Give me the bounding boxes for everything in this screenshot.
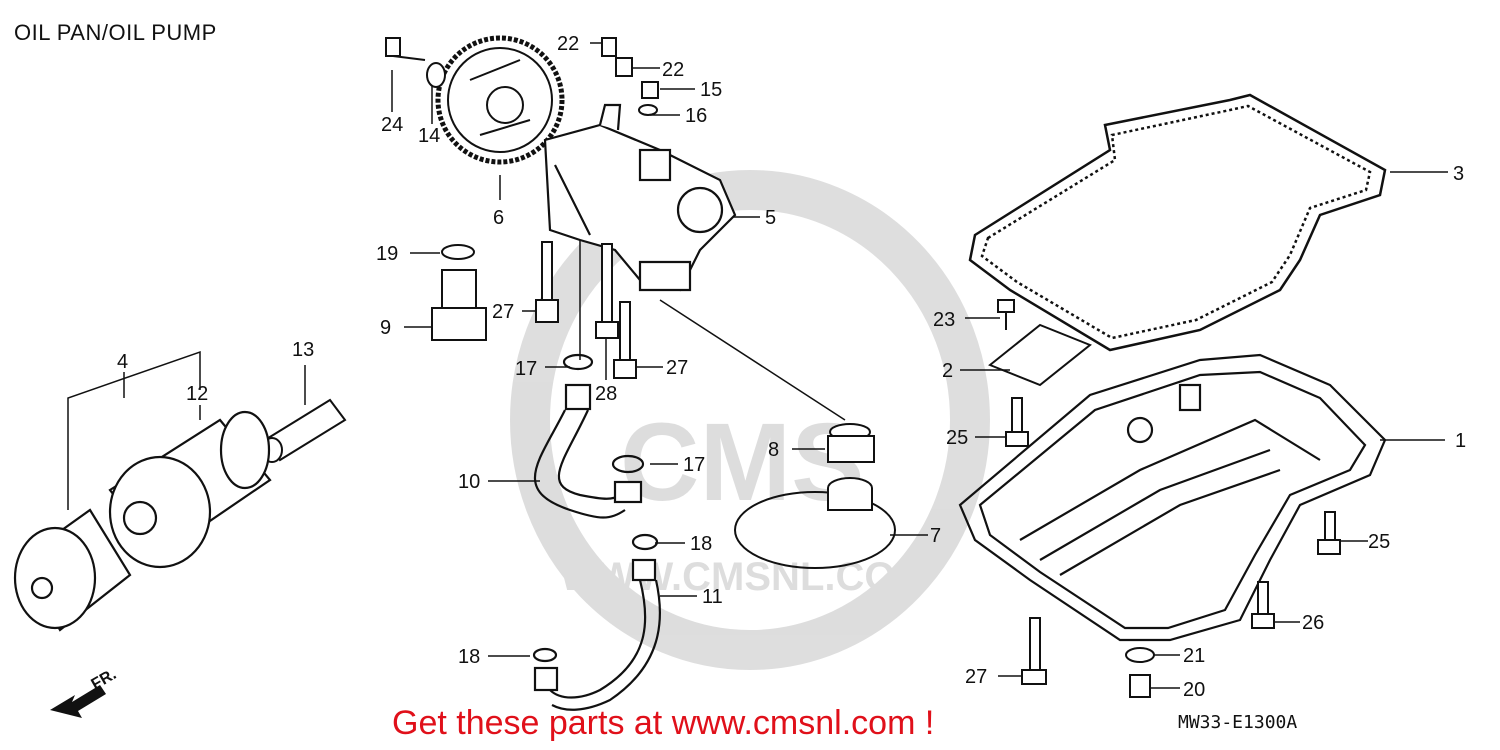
callout-11: 11 (702, 586, 723, 608)
callout-27-lower: 27 (965, 666, 987, 688)
callout-22-lower: 22 (662, 59, 684, 81)
callout-8: 8 (768, 439, 779, 461)
callout-14: 14 (418, 125, 440, 147)
callout-4: 4 (117, 351, 128, 373)
watermark: CMS WWW.CMSNL.COM (510, 170, 990, 670)
callout-3: 3 (1453, 163, 1464, 185)
callout-1: 1 (1455, 430, 1466, 452)
baffle-plate (988, 299, 1092, 387)
callout-12: 12 (186, 383, 208, 405)
diagram-code: MW33-E1300A (1178, 712, 1298, 733)
leader-lines (67, 42, 1448, 689)
callout-labels: 1 2 3 4 5 6 7 8 9 10 11 12 13 14 15 16 1… (117, 33, 1466, 701)
callout-22-upper: 22 (557, 33, 579, 55)
callout-10: 10 (458, 471, 480, 493)
callout-26: 26 (1302, 612, 1324, 634)
pump-bolts (535, 241, 637, 379)
callout-21: 21 (1183, 645, 1205, 667)
watermark-url: WWW.CMSNL.COM (560, 555, 929, 599)
callout-20: 20 (1183, 679, 1205, 701)
callout-15: 15 (700, 79, 722, 101)
callout-24: 24 (381, 114, 403, 136)
callout-5: 5 (765, 207, 776, 229)
oil-pump (543, 103, 737, 292)
callout-18-upper: 18 (690, 533, 712, 555)
oil-strainer-adapter (431, 244, 487, 341)
gear-bolt (385, 37, 446, 88)
callout-17-upper: 17 (515, 358, 537, 380)
callout-19: 19 (376, 243, 398, 265)
filter-bolt (261, 398, 347, 463)
callout-27-upper: 27 (492, 301, 514, 323)
watermark-brand: CMS (620, 401, 864, 524)
oil-strainer (734, 423, 896, 569)
callout-16: 16 (685, 105, 707, 127)
oil-pipe-upper (533, 353, 645, 519)
front-arrow: FR. (50, 666, 119, 718)
oil-pipe-lower (532, 533, 661, 711)
callout-18-lower: 18 (458, 646, 480, 668)
callout-25-left: 25 (946, 427, 968, 449)
callout-17-lower: 17 (683, 454, 705, 476)
gasket (968, 93, 1387, 352)
callout-7: 7 (930, 525, 941, 547)
callout-23: 23 (933, 309, 955, 331)
oil-pan (958, 353, 1387, 642)
pump-gear (435, 35, 565, 165)
callout-9: 9 (380, 317, 391, 339)
oil-filter (13, 410, 272, 632)
callout-27-middle: 27 (666, 357, 688, 379)
promo-text: Get these parts at www.cmsnl.com ! (392, 704, 935, 742)
pump-fittings (601, 37, 659, 116)
callout-13: 13 (292, 339, 314, 361)
callout-25-right: 25 (1368, 531, 1390, 553)
diagram-title: OIL PAN/OIL PUMP (14, 20, 217, 45)
callout-6: 6 (493, 207, 504, 229)
callout-2: 2 (942, 360, 953, 382)
callout-28: 28 (595, 383, 617, 405)
pan-bolts (1005, 397, 1341, 698)
